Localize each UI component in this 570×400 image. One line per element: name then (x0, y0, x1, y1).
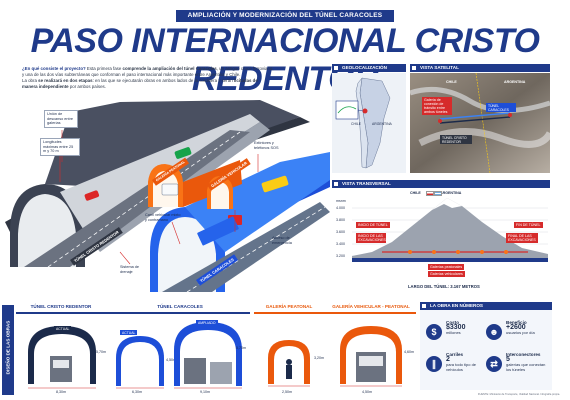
geo-argentina-label: ARGENTINA (372, 122, 392, 126)
elevation-2: 3.600 (336, 230, 345, 234)
header-caracoles: TÚNEL CARACOLES (157, 304, 203, 309)
tunnel-length: LARGO DEL TÚNEL: 3.167 METROS (408, 284, 480, 289)
geo-chile-label: CHILE (351, 122, 361, 126)
sat-chile-label: CHILE (446, 80, 457, 84)
cristo-width: 8,30m (56, 390, 66, 394)
elevation-3: 3.400 (336, 242, 345, 246)
satellite-panel-title: VISTA SATELITAL (410, 64, 550, 72)
excavation-start-tag: INICIO DE LAS EXCAVACIONES (356, 233, 386, 243)
people-icon: ☻ (486, 324, 502, 340)
numbers-title: LA OBRA EN NÚMEROS (420, 302, 552, 310)
location-marker (362, 108, 368, 114)
header-banner: AMPLIACIÓN Y MODERNIZACIÓN DEL TÚNEL CAR… (176, 10, 394, 22)
caracoles-actual-tag: ACTUAL (120, 330, 138, 335)
work-note-vehicular: Galerías vehiculares (428, 271, 465, 277)
excavation-end-tag: FINAL DE LAS EXCAVACIONES (506, 233, 538, 243)
elevation-unit: msnm (336, 199, 346, 203)
stat-benefit: Beneficio +2600 usuarios por día (506, 320, 535, 335)
intro-text: ¿En qué consiste el proyecto? Esta prime… (22, 66, 274, 90)
cs-chile-label: CHILE (410, 191, 421, 195)
sat-note: Galería de conexión de tránsito entre am… (422, 97, 452, 115)
source-footer: FUENTE: Ministerio de Transporte, Vialid… (477, 393, 560, 396)
sat-caracoles-tag: TÚNEL CARACOLES (486, 103, 516, 112)
car-green (174, 147, 192, 159)
bus-yellow (261, 175, 289, 193)
tunnel-end-tag: FIN DE TÚNEL (514, 222, 543, 228)
vehicular-width: 4,50m (362, 390, 372, 394)
cross-section-title: VISTA TRANSVERSAL (332, 180, 550, 188)
lengths-label: Longitudes máximas entre 25 m y 70 m (40, 138, 80, 156)
intro-question: ¿En qué consiste el proyecto? (22, 66, 86, 71)
header-vehicular: GALERÍA VEHICULAR - PEATONAL (332, 304, 410, 309)
flag-chile-icon (426, 191, 434, 196)
header-peatonal: GALERÍA PEATONAL (265, 304, 313, 309)
caracoles-ampliado-tag: AMPLIADO (196, 320, 218, 325)
section-divider-orange (254, 312, 416, 314)
caracoles-ampliado-height: 5,70m (236, 346, 246, 350)
refuge-label: Acceso de emergencia (272, 236, 292, 245)
section-divider-blue (16, 312, 250, 314)
cristo-height: 5,70m (96, 350, 106, 354)
stat-connectors: Interconectores 5 galerías que conectan … (506, 352, 546, 372)
elevation-1: 3.800 (336, 218, 345, 222)
tunnel-start-tag: INICIO DE TÚNEL (356, 222, 390, 228)
geo-panel-title: GEOLOCALIZACIÓN (332, 64, 406, 72)
vehicle-passage-label: Carril vehicular mixto y contramano (145, 213, 181, 222)
trailer-blue (197, 216, 239, 246)
booths-label: Extintores y teléfonos SOS (254, 141, 279, 150)
drainage-label: Sistema de drenaje (120, 265, 139, 274)
cs-argentina-label: ARGENTINA (440, 191, 462, 195)
vehicular-drawing (340, 326, 402, 387)
caracoles-actual-height: 4,50m (166, 358, 176, 362)
peatonal-drawing (268, 340, 310, 387)
sat-argentina-label: ARGENTINA (504, 80, 526, 84)
car-red (84, 190, 100, 201)
cristo-actual-tag: ACTUAL (54, 326, 72, 331)
design-side-label: DISEÑO DE LAS OBRAS (2, 305, 14, 395)
header-cristo: TÚNEL CRISTO REDENTOR (30, 304, 92, 309)
peatonal-width: 2,50m (282, 390, 292, 394)
flag-argentina-icon (434, 191, 442, 196)
geo-map (332, 73, 406, 173)
stat-cost: Costo $3300 millones (446, 320, 466, 335)
work-note-peatonal: Galerías peatonales (428, 264, 465, 270)
caracoles-ampliado-width: 9,10m (200, 390, 210, 394)
caracoles-actual-width: 6,30m (132, 390, 142, 394)
caracoles-ampliado-drawing (174, 322, 242, 389)
cristo-section-drawing (28, 326, 96, 389)
elevation-0: 4.000 (336, 206, 345, 210)
mountain-profile (352, 198, 548, 262)
elevation-4: 3.200 (336, 254, 345, 258)
sat-cristo-tag: TÚNEL CRISTO REDENTOR (440, 135, 472, 144)
money-icon: $ (426, 324, 442, 340)
connector-icon: ⇄ (486, 356, 502, 372)
peatonal-height: 3,20m (314, 356, 324, 360)
caracoles-actual-drawing (116, 336, 164, 389)
satellite-map (410, 73, 550, 173)
stat-lanes: Carriles 2 para todo tipo de vehículos (446, 352, 477, 372)
road-icon: ∥ (426, 356, 442, 372)
truck-white (161, 183, 179, 196)
vehicular-height: 4,60m (404, 350, 414, 354)
numbers-panel (420, 302, 552, 390)
niches-label: Unión de descanso entre galerías (44, 110, 78, 128)
